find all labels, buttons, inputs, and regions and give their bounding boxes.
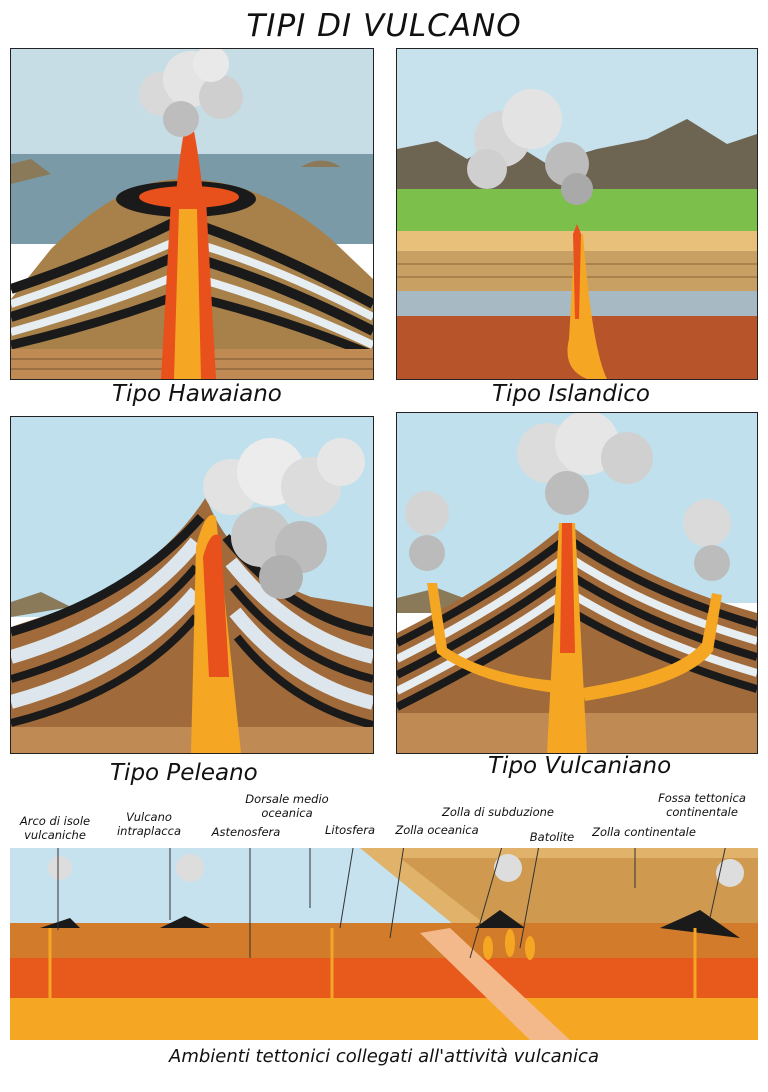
- panel-islandico: [396, 48, 758, 380]
- hawaiano-illustration: [11, 49, 373, 379]
- panel-vulcaniano: [396, 412, 758, 754]
- panel-tectonic: [10, 848, 758, 1040]
- label-zolla-continentale: Zolla continentale: [592, 825, 696, 839]
- label-vulcano-intraplacca: Vulcano intraplacca: [116, 810, 181, 838]
- caption-islandico: Tipo Islandico: [492, 381, 650, 407]
- tectonic-caption: Ambienti tettonici collegati all'attivit…: [169, 1046, 599, 1067]
- label-arco-isole: Arco di isole vulcaniche: [19, 814, 91, 842]
- label-astenosfera: Astenosfera: [211, 825, 281, 839]
- caption-hawaiano: Tipo Hawaiano: [112, 381, 282, 407]
- label-zolla-subduzione: Zolla di subduzione: [442, 805, 554, 819]
- caption-peleano: Tipo Peleano: [110, 760, 258, 786]
- panel-hawaiano: [10, 48, 374, 380]
- label-litosfera: Litosfera: [324, 823, 376, 837]
- page-title: TIPI DI VULCANO: [246, 8, 522, 44]
- label-dorsale: Dorsale medio oceanica: [245, 792, 329, 820]
- caption-vulcaniano: Tipo Vulcaniano: [488, 753, 672, 779]
- vulcaniano-illustration: [397, 413, 757, 753]
- label-zolla-oceanica: Zolla oceanica: [395, 823, 479, 837]
- tectonic-illustration: [10, 848, 758, 1040]
- label-batolite: Batolite: [529, 830, 575, 844]
- islandico-illustration: [397, 49, 757, 379]
- peleano-illustration: [11, 417, 373, 753]
- panel-peleano: [10, 416, 374, 754]
- label-fossa-tettonica: Fossa tettonica continentale: [658, 791, 746, 819]
